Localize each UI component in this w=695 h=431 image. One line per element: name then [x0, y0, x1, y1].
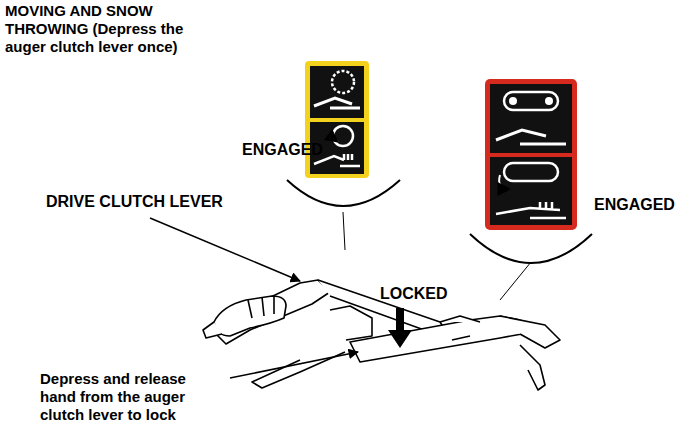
state-label: LOCKED — [380, 284, 448, 303]
locked-arrow — [388, 308, 412, 348]
drive-icon-panel — [470, 79, 592, 263]
auger-icon-panel — [287, 61, 400, 206]
state-label: ENGAGED — [242, 140, 323, 159]
heading: MOVING AND SNOW THROWING (Depress the au… — [5, 2, 220, 56]
leader-line — [150, 218, 300, 281]
leader-line — [230, 352, 358, 378]
instruction-note: Depress and release hand from the auger … — [40, 370, 218, 424]
handlebar-drawing — [203, 280, 560, 390]
part-label: DRIVE CLUTCH LEVER — [46, 192, 223, 211]
state-label: ENGAGED — [594, 195, 675, 214]
